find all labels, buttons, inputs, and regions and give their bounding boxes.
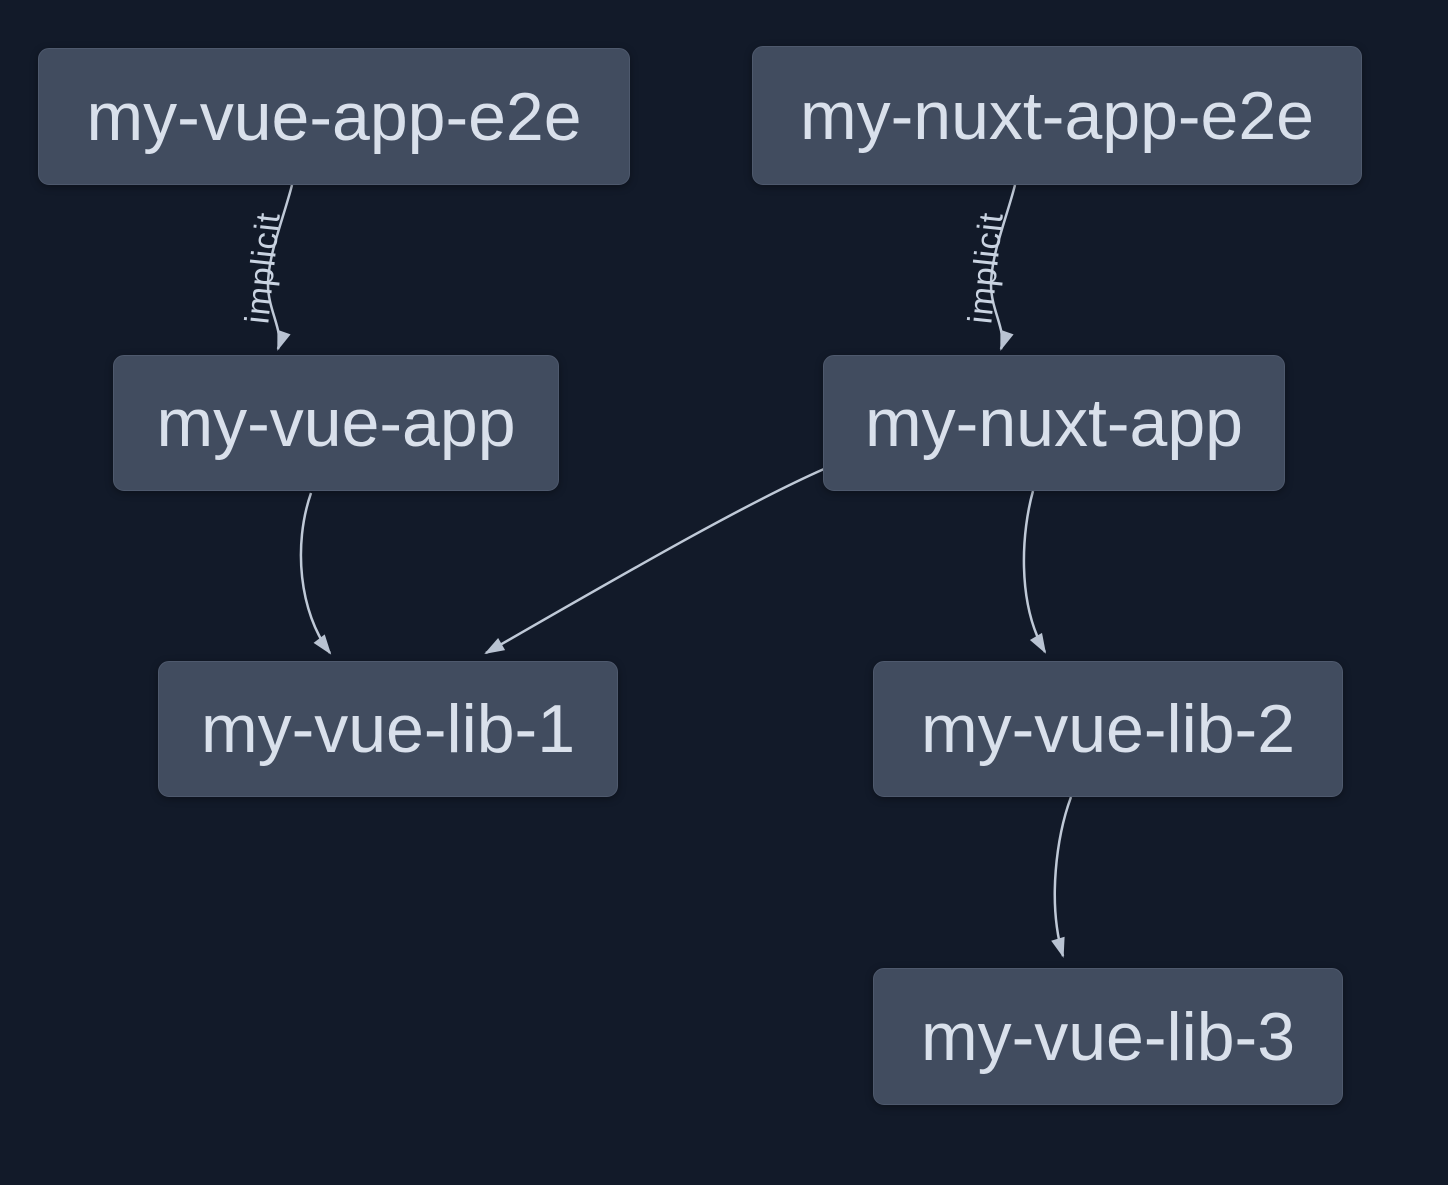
- node-my-nuxt-app-e2e[interactable]: my-nuxt-app-e2e: [752, 46, 1362, 185]
- edge-my-vue-app-e2e-to-my-vue-app[interactable]: [266, 184, 294, 351]
- node-my-vue-lib-2[interactable]: my-vue-lib-2: [873, 661, 1343, 797]
- node-my-vue-lib-1[interactable]: my-vue-lib-1: [158, 661, 618, 797]
- node-label: my-vue-app: [156, 385, 516, 461]
- edge-my-vue-lib-2-to-my-vue-lib-3[interactable]: [1051, 796, 1073, 958]
- edge-label-implicit: implicit: [238, 210, 287, 325]
- node-my-vue-app[interactable]: my-vue-app: [113, 355, 559, 491]
- node-my-nuxt-app[interactable]: my-nuxt-app: [823, 355, 1285, 491]
- node-my-vue-lib-3[interactable]: my-vue-lib-3: [873, 968, 1343, 1105]
- edge-my-nuxt-app-e2e-to-my-nuxt-app[interactable]: [989, 184, 1017, 351]
- node-my-vue-app-e2e[interactable]: my-vue-app-e2e: [38, 48, 630, 185]
- node-label: my-vue-lib-3: [920, 998, 1296, 1075]
- node-label: my-vue-lib-2: [920, 691, 1296, 767]
- node-label: my-nuxt-app: [865, 385, 1243, 461]
- node-label: my-vue-app-e2e: [86, 78, 582, 155]
- edge-my-vue-app-to-my-vue-lib-1[interactable]: [299, 492, 332, 655]
- edge-my-nuxt-app-to-my-vue-lib-2[interactable]: [1022, 490, 1047, 654]
- node-label: my-vue-lib-1: [200, 691, 576, 767]
- edge-my-nuxt-app-to-my-vue-lib-1[interactable]: [484, 467, 825, 655]
- edge-label-implicit: implicit: [961, 210, 1010, 325]
- node-label: my-nuxt-app-e2e: [799, 77, 1315, 154]
